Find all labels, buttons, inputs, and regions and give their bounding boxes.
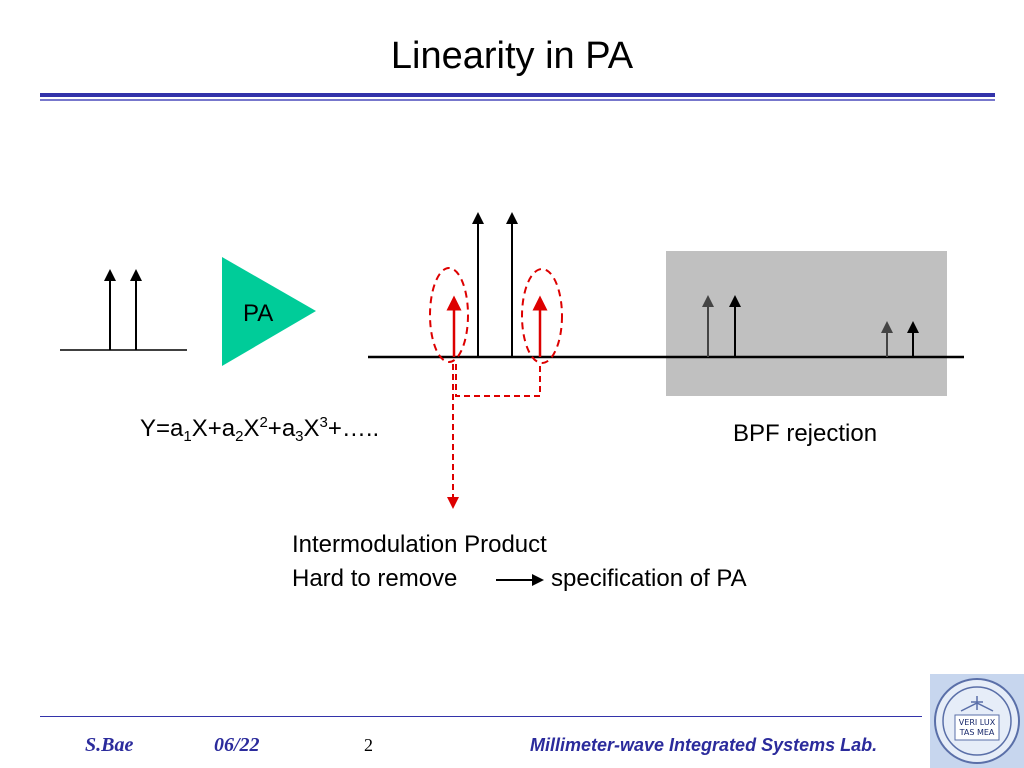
footer-lab-name: Millimeter-wave Integrated Systems Lab. — [530, 735, 878, 755]
footer-rule — [40, 716, 922, 717]
pa-label: PA — [243, 300, 274, 327]
svg-text:TAS MEA: TAS MEA — [959, 728, 995, 737]
spec-label: specification of PA — [551, 565, 747, 592]
transfer-equation: Y=a1X+a2X2+a3X3+….. — [140, 414, 380, 445]
footer-author: S.Bae — [85, 734, 134, 756]
im3-connector — [455, 364, 541, 397]
page-number: 2 — [364, 735, 373, 755]
pa-triangle — [222, 257, 316, 366]
im3-highlight-upper — [521, 268, 563, 364]
intermod-label: Intermodulation Product — [292, 531, 547, 558]
input-spectrum — [60, 269, 187, 351]
footer-date: 06/22 — [214, 734, 260, 756]
title-rule — [40, 93, 995, 97]
svg-text:VERI LUX: VERI LUX — [959, 718, 996, 727]
slide-title: Linearity in PA — [390, 35, 634, 77]
hard-to-remove-label: Hard to remove — [292, 565, 458, 592]
title-rule-thin — [40, 99, 995, 101]
im3-highlight-lower — [429, 267, 469, 363]
bpf-rejection-label: BPF rejection — [733, 420, 878, 447]
university-logo: VERI LUX TAS MEA — [930, 674, 1024, 768]
bpf-region — [666, 251, 947, 396]
